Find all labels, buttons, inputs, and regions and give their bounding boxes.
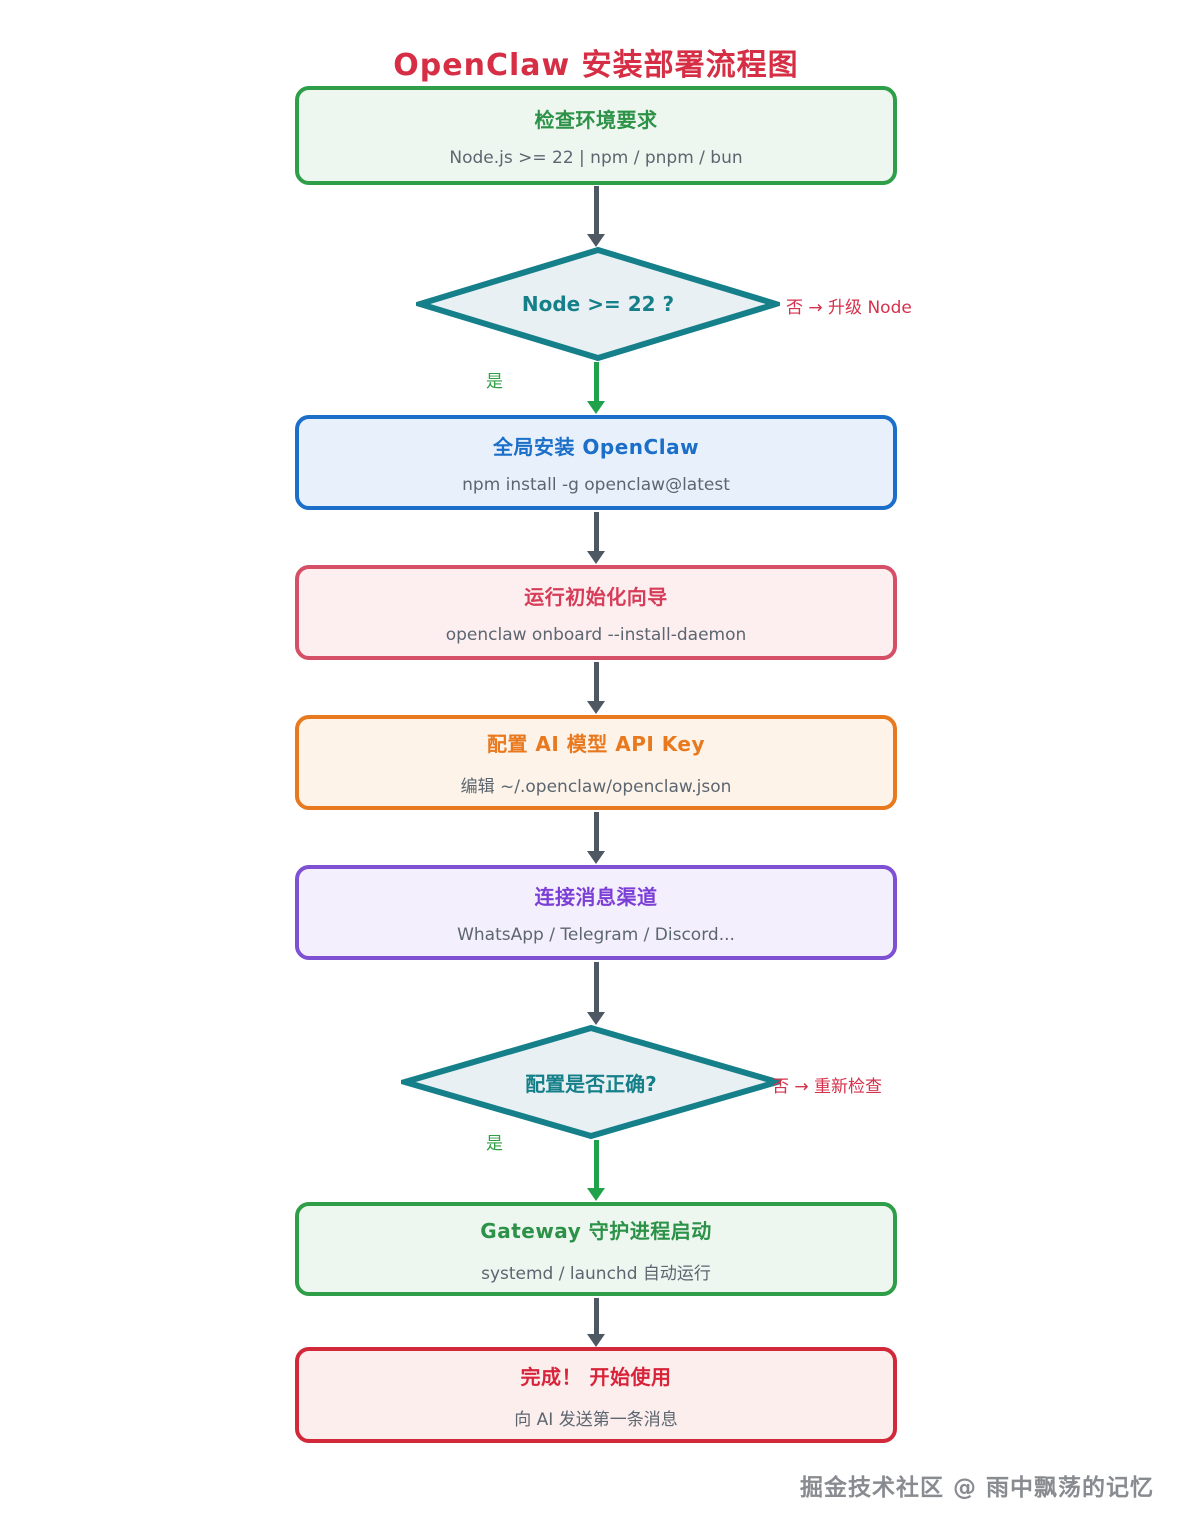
node-subtitle: 向 AI 发送第一条消息 [514, 1409, 678, 1430]
watermark: 掘金技术社区 @ 雨中飘荡的记忆 [799, 1475, 1154, 1501]
flow-arrow [594, 962, 599, 1013]
arrow-head-icon [587, 234, 605, 247]
node-subtitle: openclaw onboard --install-daemon [445, 624, 747, 645]
flow-arrow [594, 362, 599, 402]
node-configure-api-key: 配置 AI 模型 API Key 编辑 ~/.openclaw/openclaw… [295, 715, 897, 810]
node-subtitle: systemd / launchd 自动运行 [481, 1263, 711, 1284]
flow-arrow [594, 812, 599, 852]
arrow-head-icon [587, 1188, 605, 1201]
arrow-head-icon [587, 1012, 605, 1025]
arrow-head-icon [587, 551, 605, 564]
decision-diamond-node-version [416, 246, 780, 362]
decision-label: 配置是否正确? [525, 1071, 657, 1096]
flow-arrow [594, 662, 599, 702]
node-title: 全局安装 OpenClaw [492, 434, 700, 459]
node-title: 配置 AI 模型 API Key [486, 732, 706, 756]
arrow-head-icon [587, 1334, 605, 1347]
decision-label: Node >= 22 ? [521, 292, 675, 316]
node-subtitle: 编辑 ~/.openclaw/openclaw.json [460, 777, 732, 797]
arrow-head-icon [587, 701, 605, 714]
edge-label-no: 否 → 升级 Node [786, 298, 912, 318]
node-gateway-daemon: Gateway 守护进程启动 systemd / launchd 自动运行 [295, 1202, 897, 1296]
node-subtitle: Node.js >= 22 | npm / pnpm / bun [449, 147, 743, 168]
flow-arrow [594, 512, 599, 552]
node-subtitle: npm install -g openclaw@latest [462, 474, 730, 495]
arrow-head-icon [587, 401, 605, 414]
edge-label-no: 否 → 重新检查 [772, 1077, 883, 1097]
page-title: OpenClaw 安装部署流程图 [393, 48, 799, 83]
node-title: 运行初始化向导 [524, 584, 668, 609]
arrow-head-icon [587, 851, 605, 864]
node-title: 完成！ 开始使用 [520, 1364, 672, 1389]
flow-arrow [594, 1298, 599, 1335]
edge-label-yes: 是 [486, 372, 503, 392]
node-title: Gateway 守护进程启动 [480, 1218, 712, 1243]
flow-arrow [594, 1140, 599, 1189]
node-title: 连接消息渠道 [534, 884, 658, 909]
node-run-onboard: 运行初始化向导 openclaw onboard --install-daemo… [295, 565, 897, 660]
node-title: 检查环境要求 [534, 107, 658, 132]
node-install-global: 全局安装 OpenClaw npm install -g openclaw@la… [295, 415, 897, 510]
decision-diamond-config-valid [401, 1024, 781, 1140]
node-check-env: 检查环境要求 Node.js >= 22 | npm / pnpm / bun [295, 86, 897, 185]
flow-arrow [594, 186, 599, 235]
node-done: 完成！ 开始使用 向 AI 发送第一条消息 [295, 1347, 897, 1443]
node-connect-channels: 连接消息渠道 WhatsApp / Telegram / Discord... [295, 865, 897, 960]
edge-label-yes: 是 [486, 1134, 503, 1154]
node-subtitle: WhatsApp / Telegram / Discord... [457, 924, 735, 945]
